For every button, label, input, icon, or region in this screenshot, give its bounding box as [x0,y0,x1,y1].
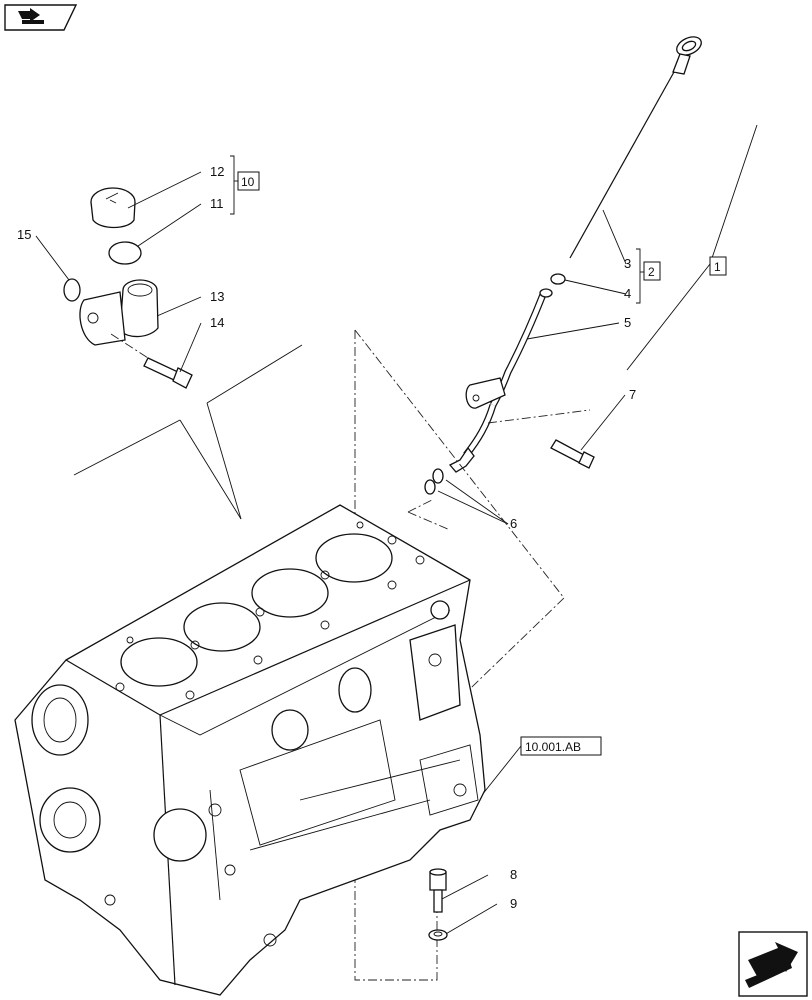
callout-8: 8 [510,867,517,882]
callout-9: 9 [510,896,517,911]
callout-3: 3 [624,256,631,271]
svg-text:10.001.AB: 10.001.AB [525,740,581,754]
o-ring-6b [424,479,436,495]
callout-7: 7 [629,387,636,402]
bolt-14 [143,357,193,389]
o-ring-6a [432,468,444,484]
callout-13: 13 [210,289,224,304]
engine-block [14,504,486,996]
page-prev-arrow-icon[interactable] [4,4,78,31]
dipstick [569,36,702,260]
filler-neck [79,279,159,346]
svg-text:10: 10 [241,175,255,189]
filler-cap [90,187,136,229]
reference-label[interactable]: 10.001.AB [520,736,602,756]
page-next-arrow-icon[interactable] [738,931,808,997]
group-brackets [230,155,644,304]
group-label-10[interactable]: 10 [237,171,260,191]
callout-15: 15 [17,227,31,242]
callout-14: 14 [210,315,224,330]
dipstick-tube [448,288,553,473]
group-label-2[interactable]: 2 [643,261,661,281]
callout-12: 12 [210,164,224,179]
bolt-7 [550,439,595,469]
group-label-1[interactable]: 1 [709,256,727,276]
callout-4: 4 [624,286,631,301]
washer-9 [428,929,448,941]
callout-6: 6 [510,516,517,531]
o-ring-15 [63,278,81,302]
callout-5: 5 [624,315,631,330]
svg-text:2: 2 [648,265,655,279]
o-ring-4 [550,273,566,285]
callout-11: 11 [210,196,224,211]
svg-text:1: 1 [714,260,721,274]
o-ring-11 [108,241,142,265]
bolt-8 [429,868,447,913]
